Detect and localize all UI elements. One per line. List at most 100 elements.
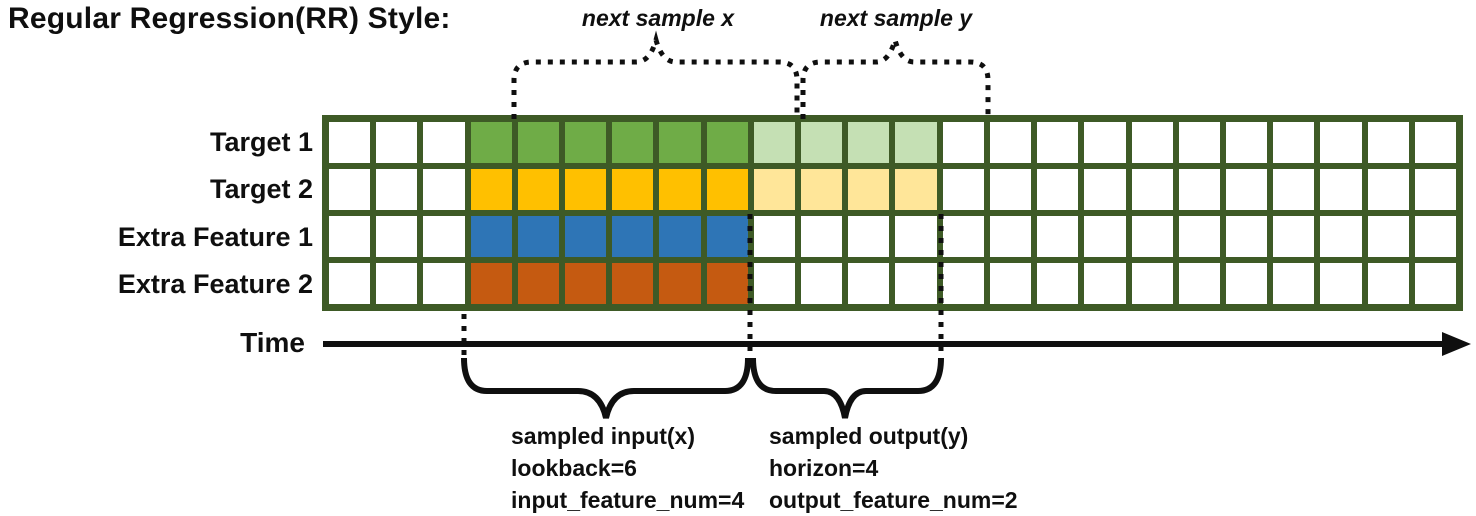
grid-cell-input-r2-c7 [659, 216, 701, 257]
grid-cell-input-r3-c5 [565, 263, 607, 304]
grid-cell-output-r0-c10 [801, 122, 843, 163]
grid-cell-empty-r3-c21 [1320, 263, 1362, 304]
grid-cell-input-r0-c4 [517, 122, 560, 163]
grid-cell-input-r3-c6 [612, 263, 654, 304]
grid-cell-output-r1-c9 [753, 169, 796, 210]
grid-cell-input-r3-c3 [470, 263, 512, 304]
horizon-value-label: horizon=4 [769, 455, 879, 481]
grid-cell-empty-r3-c18 [1178, 263, 1220, 304]
grid-cell-empty-r3-c1 [376, 263, 418, 304]
grid-cell-input-r0-c6 [612, 122, 654, 163]
grid-cell-input-r1-c4 [517, 169, 560, 210]
grid-cell-input-r2-c8 [706, 216, 748, 257]
grid-cell-empty-r2-c21 [1320, 216, 1362, 257]
grid-cell-empty-r3-c11 [848, 263, 890, 304]
grid-cell-empty-r2-c9 [753, 216, 796, 257]
grid-cell-input-r1-c6 [612, 169, 654, 210]
grid-cell-input-r1-c8 [706, 169, 748, 210]
next-sample-x-label: next sample x [581, 5, 735, 31]
sampled-input-label: sampled input(x) [511, 423, 696, 449]
grid-cell-empty-r2-c20 [1273, 216, 1315, 257]
grid-cell-input-r2-c4 [517, 216, 560, 257]
sampled-output-text-block: sampled output(y) horizon=4 output_featu… [769, 420, 1018, 516]
grid-cell-empty-r2-c10 [801, 216, 843, 257]
time-label: Time [240, 327, 305, 358]
grid-cell-empty-r1-c15 [1037, 169, 1079, 210]
grid-cell-input-r1-c3 [470, 169, 512, 210]
grid-cell-empty-r2-c11 [848, 216, 890, 257]
grid-cell-input-r0-c5 [565, 122, 607, 163]
grid-cell-empty-r1-c1 [376, 169, 418, 210]
output-feature-num-label: output_feature_num=2 [769, 487, 1018, 513]
sampled-input-text-block: sampled input(x) lookback=6 input_featur… [511, 420, 744, 516]
next-sample-y-label: next sample y [819, 5, 973, 31]
sampled-input-brace [461, 357, 751, 419]
grid-cell-input-r0-c7 [659, 122, 701, 163]
grid-cell-output-r1-c12 [895, 169, 937, 210]
next-sample-x-brace [511, 30, 800, 119]
grid-cell-empty-r1-c16 [1084, 169, 1126, 210]
grid-cell-empty-r3-c17 [1131, 263, 1173, 304]
grid-cell-input-r1-c7 [659, 169, 701, 210]
grid-cell-empty-r2-c13 [942, 216, 984, 257]
grid-cell-empty-r3-c23 [1414, 263, 1456, 304]
grid-cell-empty-r0-c2 [423, 122, 465, 163]
grid-cell-empty-r2-c1 [376, 216, 418, 257]
row-label-extra-feature-1: Extra Feature 1 [117, 222, 313, 252]
grid-cell-empty-r3-c16 [1084, 263, 1126, 304]
grid-cell-empty-r1-c14 [989, 169, 1032, 210]
input-feature-num-label: input_feature_num=4 [511, 487, 745, 513]
sampled-output-label: sampled output(y) [769, 423, 969, 449]
grid-cell-input-r3-c7 [659, 263, 701, 304]
grid-cell-empty-r1-c17 [1131, 169, 1173, 210]
page-title: Regular Regression(RR) Style: [8, 2, 451, 35]
grid-cell-empty-r3-c19 [1225, 263, 1268, 304]
grid-cell-empty-r3-c0 [329, 263, 371, 304]
grid-cell-empty-r2-c19 [1225, 216, 1268, 257]
row-label-target-1: Target 1 [209, 127, 313, 157]
grid-cell-empty-r0-c19 [1225, 122, 1268, 163]
grid-cell-empty-r0-c20 [1273, 122, 1315, 163]
grid-cell-empty-r2-c0 [329, 216, 371, 257]
grid-cell-input-r2-c6 [612, 216, 654, 257]
next-sample-y-brace [800, 30, 991, 119]
grid-cell-empty-r0-c21 [1320, 122, 1362, 163]
grid-cell-output-r1-c11 [848, 169, 890, 210]
grid-cell-empty-r3-c13 [942, 263, 984, 304]
grid-cell-output-r0-c11 [848, 122, 890, 163]
grid-cell-empty-r3-c20 [1273, 263, 1315, 304]
grid-cell-empty-r0-c14 [989, 122, 1032, 163]
grid-cell-empty-r3-c15 [1037, 263, 1079, 304]
grid-cell-empty-r3-c9 [753, 263, 796, 304]
grid-cell-empty-r2-c22 [1367, 216, 1409, 257]
grid-cell-empty-r3-c22 [1367, 263, 1409, 304]
grid-cell-empty-r2-c23 [1414, 216, 1456, 257]
sampled-output-brace [750, 357, 944, 419]
grid-cell-empty-r0-c22 [1367, 122, 1409, 163]
grid-cell-empty-r1-c18 [1178, 169, 1220, 210]
grid-cell-empty-r1-c23 [1414, 169, 1456, 210]
grid-cell-empty-r3-c14 [989, 263, 1032, 304]
grid-cell-empty-r3-c2 [423, 263, 465, 304]
grid-cell-empty-r0-c13 [942, 122, 984, 163]
sample-grid [322, 115, 1463, 311]
grid-cell-empty-r0-c0 [329, 122, 371, 163]
grid-cell-input-r1-c5 [565, 169, 607, 210]
grid-cell-empty-r1-c13 [942, 169, 984, 210]
lookback-value-label: lookback=6 [511, 455, 637, 481]
grid-cell-input-r0-c3 [470, 122, 512, 163]
grid-cell-empty-r2-c14 [989, 216, 1032, 257]
grid-cell-empty-r0-c15 [1037, 122, 1079, 163]
grid-cell-empty-r1-c21 [1320, 169, 1362, 210]
grid-cell-input-r2-c5 [565, 216, 607, 257]
grid-cell-empty-r1-c19 [1225, 169, 1268, 210]
grid-cell-empty-r0-c1 [376, 122, 418, 163]
grid-cell-input-r2-c3 [470, 216, 512, 257]
grid-cell-empty-r0-c16 [1084, 122, 1126, 163]
grid-cell-input-r3-c4 [517, 263, 560, 304]
grid-cell-empty-r2-c12 [895, 216, 937, 257]
row-label-target-2: Target 2 [209, 174, 313, 204]
grid-cell-empty-r0-c17 [1131, 122, 1173, 163]
grid-cell-input-r0-c8 [706, 122, 748, 163]
